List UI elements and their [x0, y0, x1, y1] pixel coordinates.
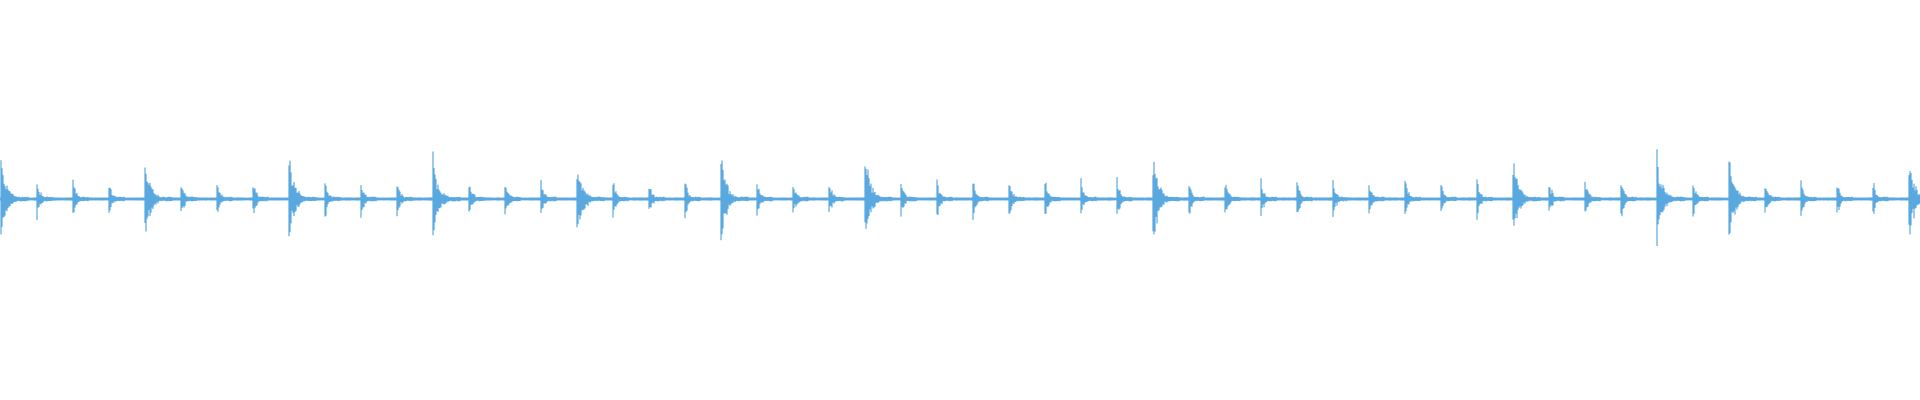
waveform-beat: [252, 187, 269, 214]
waveform-beat: [900, 184, 917, 217]
waveform-beat: [288, 160, 317, 237]
waveform-beat: [432, 151, 461, 236]
waveform-beat: [1008, 185, 1025, 214]
waveform-beat: [1620, 185, 1637, 217]
waveform-beat: [144, 167, 173, 232]
waveform-beat: [1584, 181, 1601, 212]
waveform-beat: [612, 183, 629, 218]
waveform-beat: [1440, 184, 1457, 211]
waveform-beat: [1368, 185, 1385, 214]
waveform-beat: [1764, 188, 1781, 213]
waveform-beat: [108, 187, 125, 213]
waveform-beat: [1728, 161, 1757, 235]
waveform-beat: [1044, 182, 1061, 214]
waveform-beat: [684, 183, 701, 219]
waveform-beat: [1692, 185, 1709, 217]
waveform-beat: [1188, 186, 1205, 214]
waveform-beat: [396, 186, 413, 217]
waveform-beat: [1080, 178, 1097, 214]
waveform-beat: [1836, 187, 1853, 213]
waveform-beat: [828, 186, 845, 213]
waveform-beat: [360, 185, 377, 218]
waveform-beat: [504, 187, 521, 215]
waveform-beat: [972, 183, 989, 220]
waveform-beat: [1512, 163, 1541, 226]
waveform-beat: [720, 160, 749, 241]
waveform-beat: [1116, 177, 1133, 214]
waveform-beat: [180, 187, 197, 212]
waveform-beat: [324, 183, 341, 217]
waveform-beat: [1656, 149, 1685, 247]
waveform-beat: [756, 184, 773, 216]
waveform-beat: [1476, 179, 1493, 220]
waveform-beat: [1224, 185, 1241, 213]
waveform-beat: [648, 188, 665, 209]
waveform-beat: [792, 187, 809, 213]
waveform-beat: [468, 186, 485, 212]
waveform-beat: [72, 179, 89, 213]
waveform-beat: [540, 179, 557, 213]
waveform-beat: [1800, 180, 1817, 216]
waveform-beat: [36, 184, 53, 221]
waveform-beat: [1872, 183, 1889, 214]
waveform-beat: [1152, 161, 1181, 235]
waveform-beat: [1296, 182, 1313, 213]
waveform-beat: [1332, 180, 1349, 217]
waveform-beat: [0, 160, 29, 235]
waveform-beat: [1908, 171, 1920, 235]
waveform-beat: [576, 174, 605, 228]
waveform-beat: [1404, 180, 1421, 214]
waveform-beat: [1548, 186, 1565, 211]
waveform-beat: [1260, 178, 1277, 217]
waveform-beat: [936, 179, 953, 216]
waveform-beat: [864, 166, 893, 229]
waveform-trace: [0, 149, 1920, 247]
waveform-beat: [216, 185, 233, 212]
